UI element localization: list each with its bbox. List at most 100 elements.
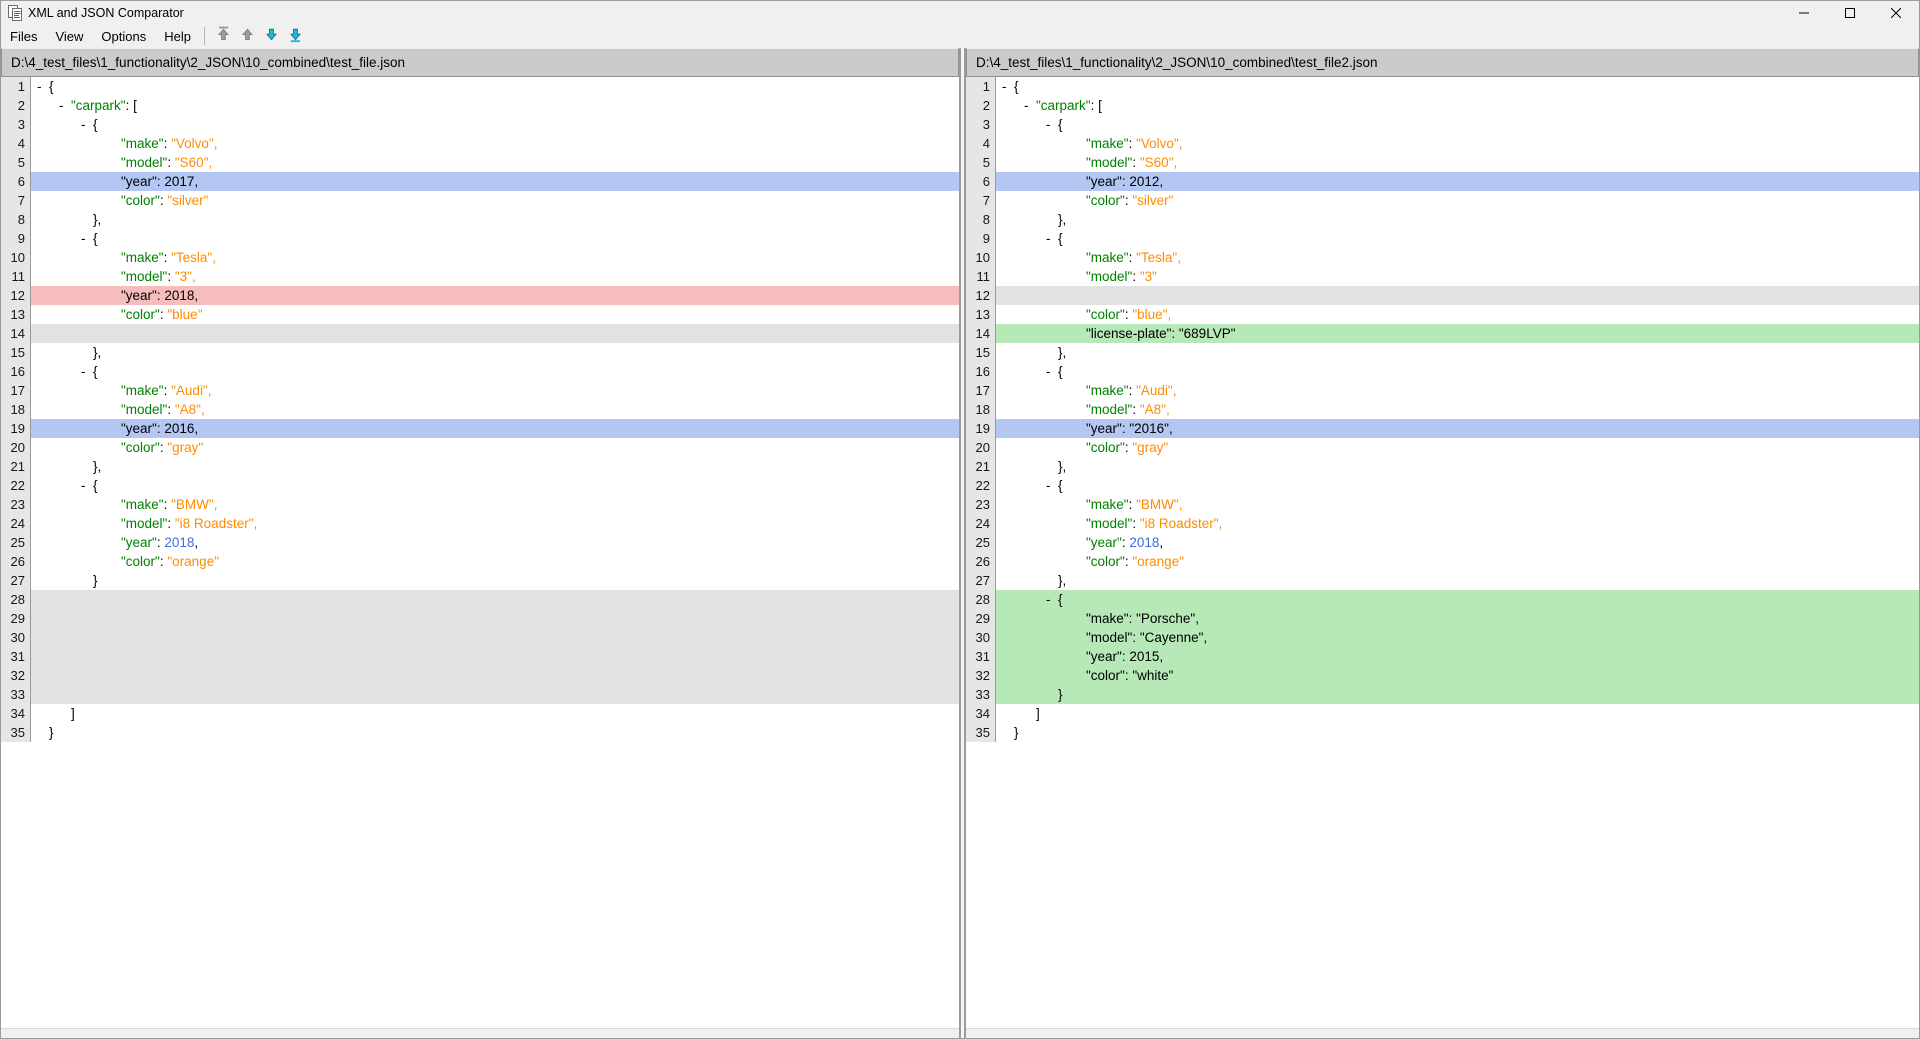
code-line[interactable]: 11"model": "3", — [1, 267, 959, 286]
code-line[interactable]: 24"model": "i8 Roadster", — [1, 514, 959, 533]
menu-item-help[interactable]: Help — [164, 28, 191, 44]
code-line[interactable]: 12 — [966, 286, 1919, 305]
code-line[interactable]: 26"color": "orange" — [966, 552, 1919, 571]
collapse-marker-icon[interactable]: - — [59, 98, 64, 113]
code-line[interactable]: 1-{ — [966, 77, 1919, 96]
code-line[interactable]: 5"model": "S60", — [1, 153, 959, 172]
minimize-button[interactable] — [1781, 1, 1827, 24]
code-line[interactable]: 35} — [966, 723, 1919, 742]
code-line[interactable]: 10"make": "Tesla", — [1, 248, 959, 267]
collapse-marker-icon[interactable]: - — [1046, 117, 1051, 132]
code-line[interactable]: 32"color": "white" — [966, 666, 1919, 685]
code-line[interactable]: 30 — [1, 628, 959, 647]
code-line[interactable]: 27} — [1, 571, 959, 590]
code-line[interactable]: 15}, — [1, 343, 959, 362]
code-line[interactable]: 17"make": "Audi", — [966, 381, 1919, 400]
code-line[interactable]: 4"make": "Volvo", — [1, 134, 959, 153]
code-line[interactable]: 16-{ — [966, 362, 1919, 381]
collapse-marker-icon[interactable]: - — [81, 364, 86, 379]
code-line[interactable]: 8}, — [1, 210, 959, 229]
code-line[interactable]: 5"model": "S60", — [966, 153, 1919, 172]
code-line[interactable]: 1-{ — [1, 77, 959, 96]
collapse-marker-icon[interactable]: - — [1002, 79, 1007, 94]
code-line[interactable]: 9-{ — [1, 229, 959, 248]
code-line[interactable]: 9-{ — [966, 229, 1919, 248]
menu-item-files[interactable]: Files — [10, 28, 38, 44]
code-line[interactable]: 33 — [1, 685, 959, 704]
menu-item-options[interactable]: Options — [101, 28, 147, 44]
code-line[interactable]: 19"year": 2016, — [1, 419, 959, 438]
line-content — [31, 647, 959, 666]
code-line[interactable]: 28 — [1, 590, 959, 609]
code-line[interactable]: 28-{ — [966, 590, 1919, 609]
collapse-marker-icon[interactable]: - — [37, 79, 42, 94]
close-button[interactable] — [1873, 1, 1919, 24]
code-line[interactable]: 27}, — [966, 571, 1919, 590]
code-line[interactable]: 25"year": 2018, — [966, 533, 1919, 552]
code-line[interactable]: 18"model": "A8", — [1, 400, 959, 419]
code-line[interactable]: 26"color": "orange" — [1, 552, 959, 571]
code-line[interactable]: 10"make": "Tesla", — [966, 248, 1919, 267]
code-line[interactable]: 11"model": "3" — [966, 267, 1919, 286]
code-line[interactable]: 16-{ — [1, 362, 959, 381]
code-line[interactable]: 13"color": "blue" — [1, 305, 959, 324]
code-line[interactable]: 18"model": "A8", — [966, 400, 1919, 419]
maximize-button[interactable] — [1827, 1, 1873, 24]
code-line[interactable]: 29 — [1, 609, 959, 628]
code-line[interactable]: 23"make": "BMW", — [1, 495, 959, 514]
code-line[interactable]: 19"year": "2016", — [966, 419, 1919, 438]
code-line[interactable]: 2-"carpark": [ — [966, 96, 1919, 115]
collapse-marker-icon[interactable]: - — [1046, 478, 1051, 493]
code-line[interactable]: 22-{ — [1, 476, 959, 495]
code-line[interactable]: 20"color": "gray" — [966, 438, 1919, 457]
pane-splitter[interactable] — [959, 48, 966, 1038]
code-line[interactable]: 7"color": "silver" — [1, 191, 959, 210]
code-line[interactable]: 33} — [966, 685, 1919, 704]
code-line[interactable]: 34] — [1, 704, 959, 723]
code-line[interactable]: 29"make": "Porsche", — [966, 609, 1919, 628]
next-difference-button[interactable] — [260, 25, 284, 47]
previous-difference-button[interactable] — [236, 25, 260, 47]
right-horizontal-scrollbar[interactable] — [966, 1028, 1919, 1038]
code-line[interactable]: 13"color": "blue", — [966, 305, 1919, 324]
code-line[interactable]: 14 — [1, 324, 959, 343]
collapse-marker-icon[interactable]: - — [1024, 98, 1029, 113]
code-line[interactable]: 12"year": 2018, — [1, 286, 959, 305]
collapse-marker-icon[interactable]: - — [1046, 592, 1051, 607]
first-difference-button[interactable] — [212, 25, 236, 47]
collapse-marker-icon[interactable]: - — [1046, 231, 1051, 246]
code-line[interactable]: 22-{ — [966, 476, 1919, 495]
code-line[interactable]: 15}, — [966, 343, 1919, 362]
collapse-marker-icon[interactable]: - — [1046, 364, 1051, 379]
code-line[interactable]: 21}, — [966, 457, 1919, 476]
code-line[interactable]: 34] — [966, 704, 1919, 723]
code-line[interactable]: 20"color": "gray" — [1, 438, 959, 457]
code-line[interactable]: 2-"carpark": [ — [1, 96, 959, 115]
code-line[interactable]: 8}, — [966, 210, 1919, 229]
line-number: 20 — [966, 438, 996, 457]
line-content: "model": "i8 Roadster", — [121, 516, 258, 531]
collapse-marker-icon[interactable]: - — [81, 231, 86, 246]
code-line[interactable]: 6"year": 2017, — [1, 172, 959, 191]
code-line[interactable]: 7"color": "silver" — [966, 191, 1919, 210]
code-line[interactable]: 24"model": "i8 Roadster", — [966, 514, 1919, 533]
code-line[interactable]: 31"year": 2015, — [966, 647, 1919, 666]
last-difference-button[interactable] — [284, 25, 308, 47]
code-line[interactable]: 17"make": "Audi", — [1, 381, 959, 400]
code-line[interactable]: 4"make": "Volvo", — [966, 134, 1919, 153]
left-horizontal-scrollbar[interactable] — [1, 1028, 959, 1038]
code-line[interactable]: 25"year": 2018, — [1, 533, 959, 552]
code-line[interactable]: 23"make": "BMW", — [966, 495, 1919, 514]
code-line[interactable]: 3-{ — [1, 115, 959, 134]
code-line[interactable]: 30"model": "Cayenne", — [966, 628, 1919, 647]
collapse-marker-icon[interactable]: - — [81, 478, 86, 493]
code-line[interactable]: 6"year": 2012, — [966, 172, 1919, 191]
code-line[interactable]: 31 — [1, 647, 959, 666]
code-line[interactable]: 3-{ — [966, 115, 1919, 134]
code-line[interactable]: 21}, — [1, 457, 959, 476]
menu-item-view[interactable]: View — [55, 28, 84, 44]
collapse-marker-icon[interactable]: - — [81, 117, 86, 132]
code-line[interactable]: 35} — [1, 723, 959, 742]
code-line[interactable]: 14"license-plate": "689LVP" — [966, 324, 1919, 343]
code-line[interactable]: 32 — [1, 666, 959, 685]
